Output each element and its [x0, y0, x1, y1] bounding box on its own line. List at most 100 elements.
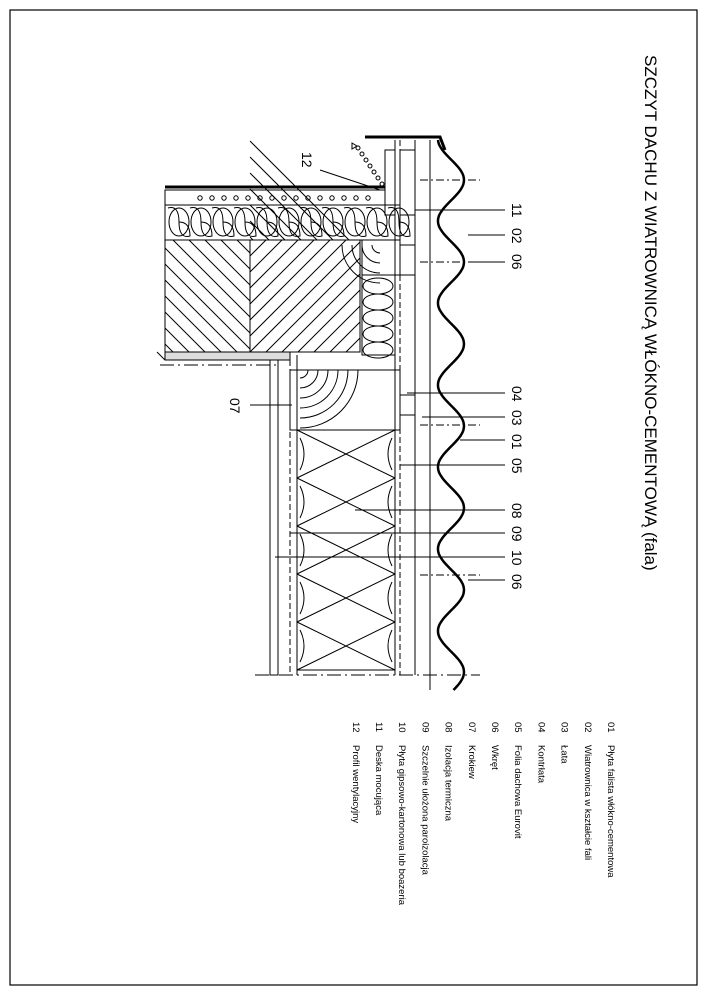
insulation-loop [344, 207, 366, 237]
legend-number: 09 [419, 722, 430, 733]
hatch-line [172, 239, 251, 318]
callout-11: 11 [509, 203, 525, 218]
vent-dot [245, 195, 251, 201]
grain-arc [371, 244, 381, 254]
legend-text: Szczelnie ułożona paroizolacja [419, 745, 430, 876]
hatch-line [249, 204, 286, 241]
vent-hole [363, 157, 369, 163]
callout-10: 10 [509, 550, 525, 566]
vent-dot [257, 195, 263, 201]
hatch-line [249, 140, 350, 241]
hatch-line [188, 239, 251, 302]
insulation-loop [234, 207, 256, 237]
insulation-loop [277, 207, 301, 237]
legend-number: 11 [373, 722, 384, 732]
hatch-line [164, 295, 222, 353]
vent-dot [293, 195, 299, 201]
legend-number: 10 [396, 722, 407, 733]
hatch-line [297, 289, 361, 353]
legend-text: Wiatrownica w kształcie fali [582, 745, 593, 860]
legend-number: 06 [489, 722, 500, 733]
legend-text: Kontrłata [535, 745, 546, 784]
insulation-loop [211, 207, 235, 237]
grain-arc [341, 244, 381, 284]
vent-dot [317, 195, 323, 201]
callout-07: 07 [227, 398, 243, 414]
vent-arrow [351, 142, 358, 150]
drawing-title: SZCZYT DACHU Z WIATROWNICĄ WŁÓKNO-CEMENT… [641, 55, 660, 571]
legend-text: Wkręt [489, 745, 500, 770]
hatch-line [249, 239, 267, 257]
sheet-frame [9, 9, 698, 986]
hatch-line [164, 263, 251, 350]
insulation-loop [256, 207, 278, 237]
insulation-loop [366, 207, 388, 237]
legend-number: 12 [350, 722, 361, 733]
hatch-line [249, 239, 283, 273]
hatch-line [236, 239, 251, 254]
hatch-line [156, 351, 166, 361]
hatch-line [249, 188, 302, 241]
insulation-loop [362, 277, 394, 295]
insulation-loop [343, 207, 367, 237]
callout-06: 06 [509, 254, 525, 270]
vent-dot [197, 195, 203, 201]
hatch-line [164, 343, 174, 353]
insulation-loop [362, 325, 394, 343]
hatch-line [164, 247, 251, 334]
hatch-line [249, 172, 318, 241]
legend-number: 03 [559, 722, 570, 733]
vent-hole [359, 151, 365, 157]
hatch-line [345, 337, 361, 353]
insulation-loop [362, 341, 394, 359]
gypsum-board [269, 359, 279, 676]
insulation-loop [300, 207, 322, 237]
callout-04: 04 [509, 386, 525, 402]
batten-mid [399, 244, 416, 276]
insulation-loop [362, 309, 394, 327]
grain-arc [361, 244, 381, 264]
wall-plate [289, 369, 401, 431]
insulation-pattern [296, 429, 396, 479]
legend-number: 01 [605, 722, 616, 733]
grain-arc [299, 369, 359, 429]
ridge-cap [365, 135, 447, 151]
vent-hole [379, 181, 385, 187]
legend-number: 04 [535, 722, 546, 733]
insulation-pattern [296, 573, 396, 623]
hatch-line [265, 257, 361, 353]
insulation-loop [167, 207, 191, 237]
vent-dot [329, 195, 335, 201]
grain-arc [299, 369, 349, 419]
vent-dot [221, 195, 227, 201]
insulation-loop [362, 293, 394, 311]
legend-text: Krokiew [466, 745, 477, 779]
hatch-line [329, 321, 361, 353]
hatch-line [249, 220, 270, 241]
ceiling-board [164, 351, 291, 361]
batten-top [399, 149, 416, 216]
insulation-loop [233, 207, 257, 237]
legend-text: Folia dachowa Eurovit [512, 745, 523, 839]
hatch-line [220, 239, 251, 270]
legend-number: 02 [582, 722, 593, 733]
vent-profile [384, 149, 396, 216]
vent-dot [233, 195, 239, 201]
hatch-line [249, 239, 331, 321]
insulation-pattern [299, 629, 393, 663]
callout-02: 02 [509, 228, 525, 244]
corrugated-sheet [436, 139, 466, 691]
vent-hole [367, 163, 373, 169]
legend-text: Płyta falista włókno-cementowa [605, 745, 616, 878]
vent-hole [355, 145, 361, 151]
hatch-line [249, 239, 347, 337]
hatch-line [204, 239, 251, 286]
callout-06b: 06 [509, 574, 525, 590]
